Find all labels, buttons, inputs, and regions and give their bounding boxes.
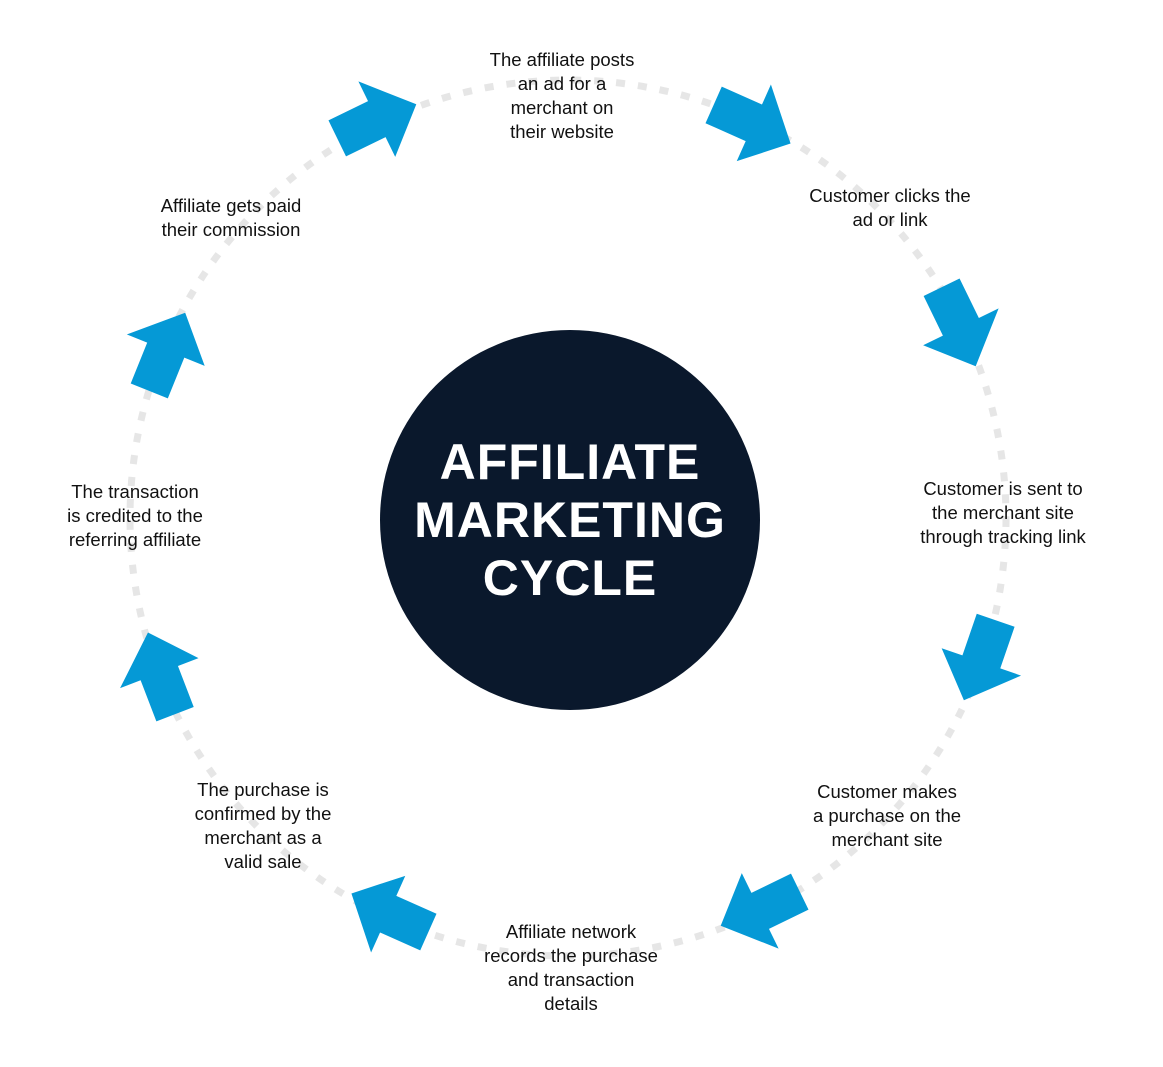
dashed-ring (126, 76, 1010, 960)
cycle-arrow-icon (923, 278, 999, 367)
cycle-arrow-icon (126, 312, 205, 399)
cycle-arrow-icon (328, 81, 417, 157)
cycle-arrow-icon (120, 632, 199, 722)
cycle-arrow-icon (705, 84, 791, 162)
cycle-arrow-icon (941, 613, 1022, 701)
cycle-arrow-icon (351, 875, 437, 953)
cycle-arrow-icon (720, 873, 809, 949)
